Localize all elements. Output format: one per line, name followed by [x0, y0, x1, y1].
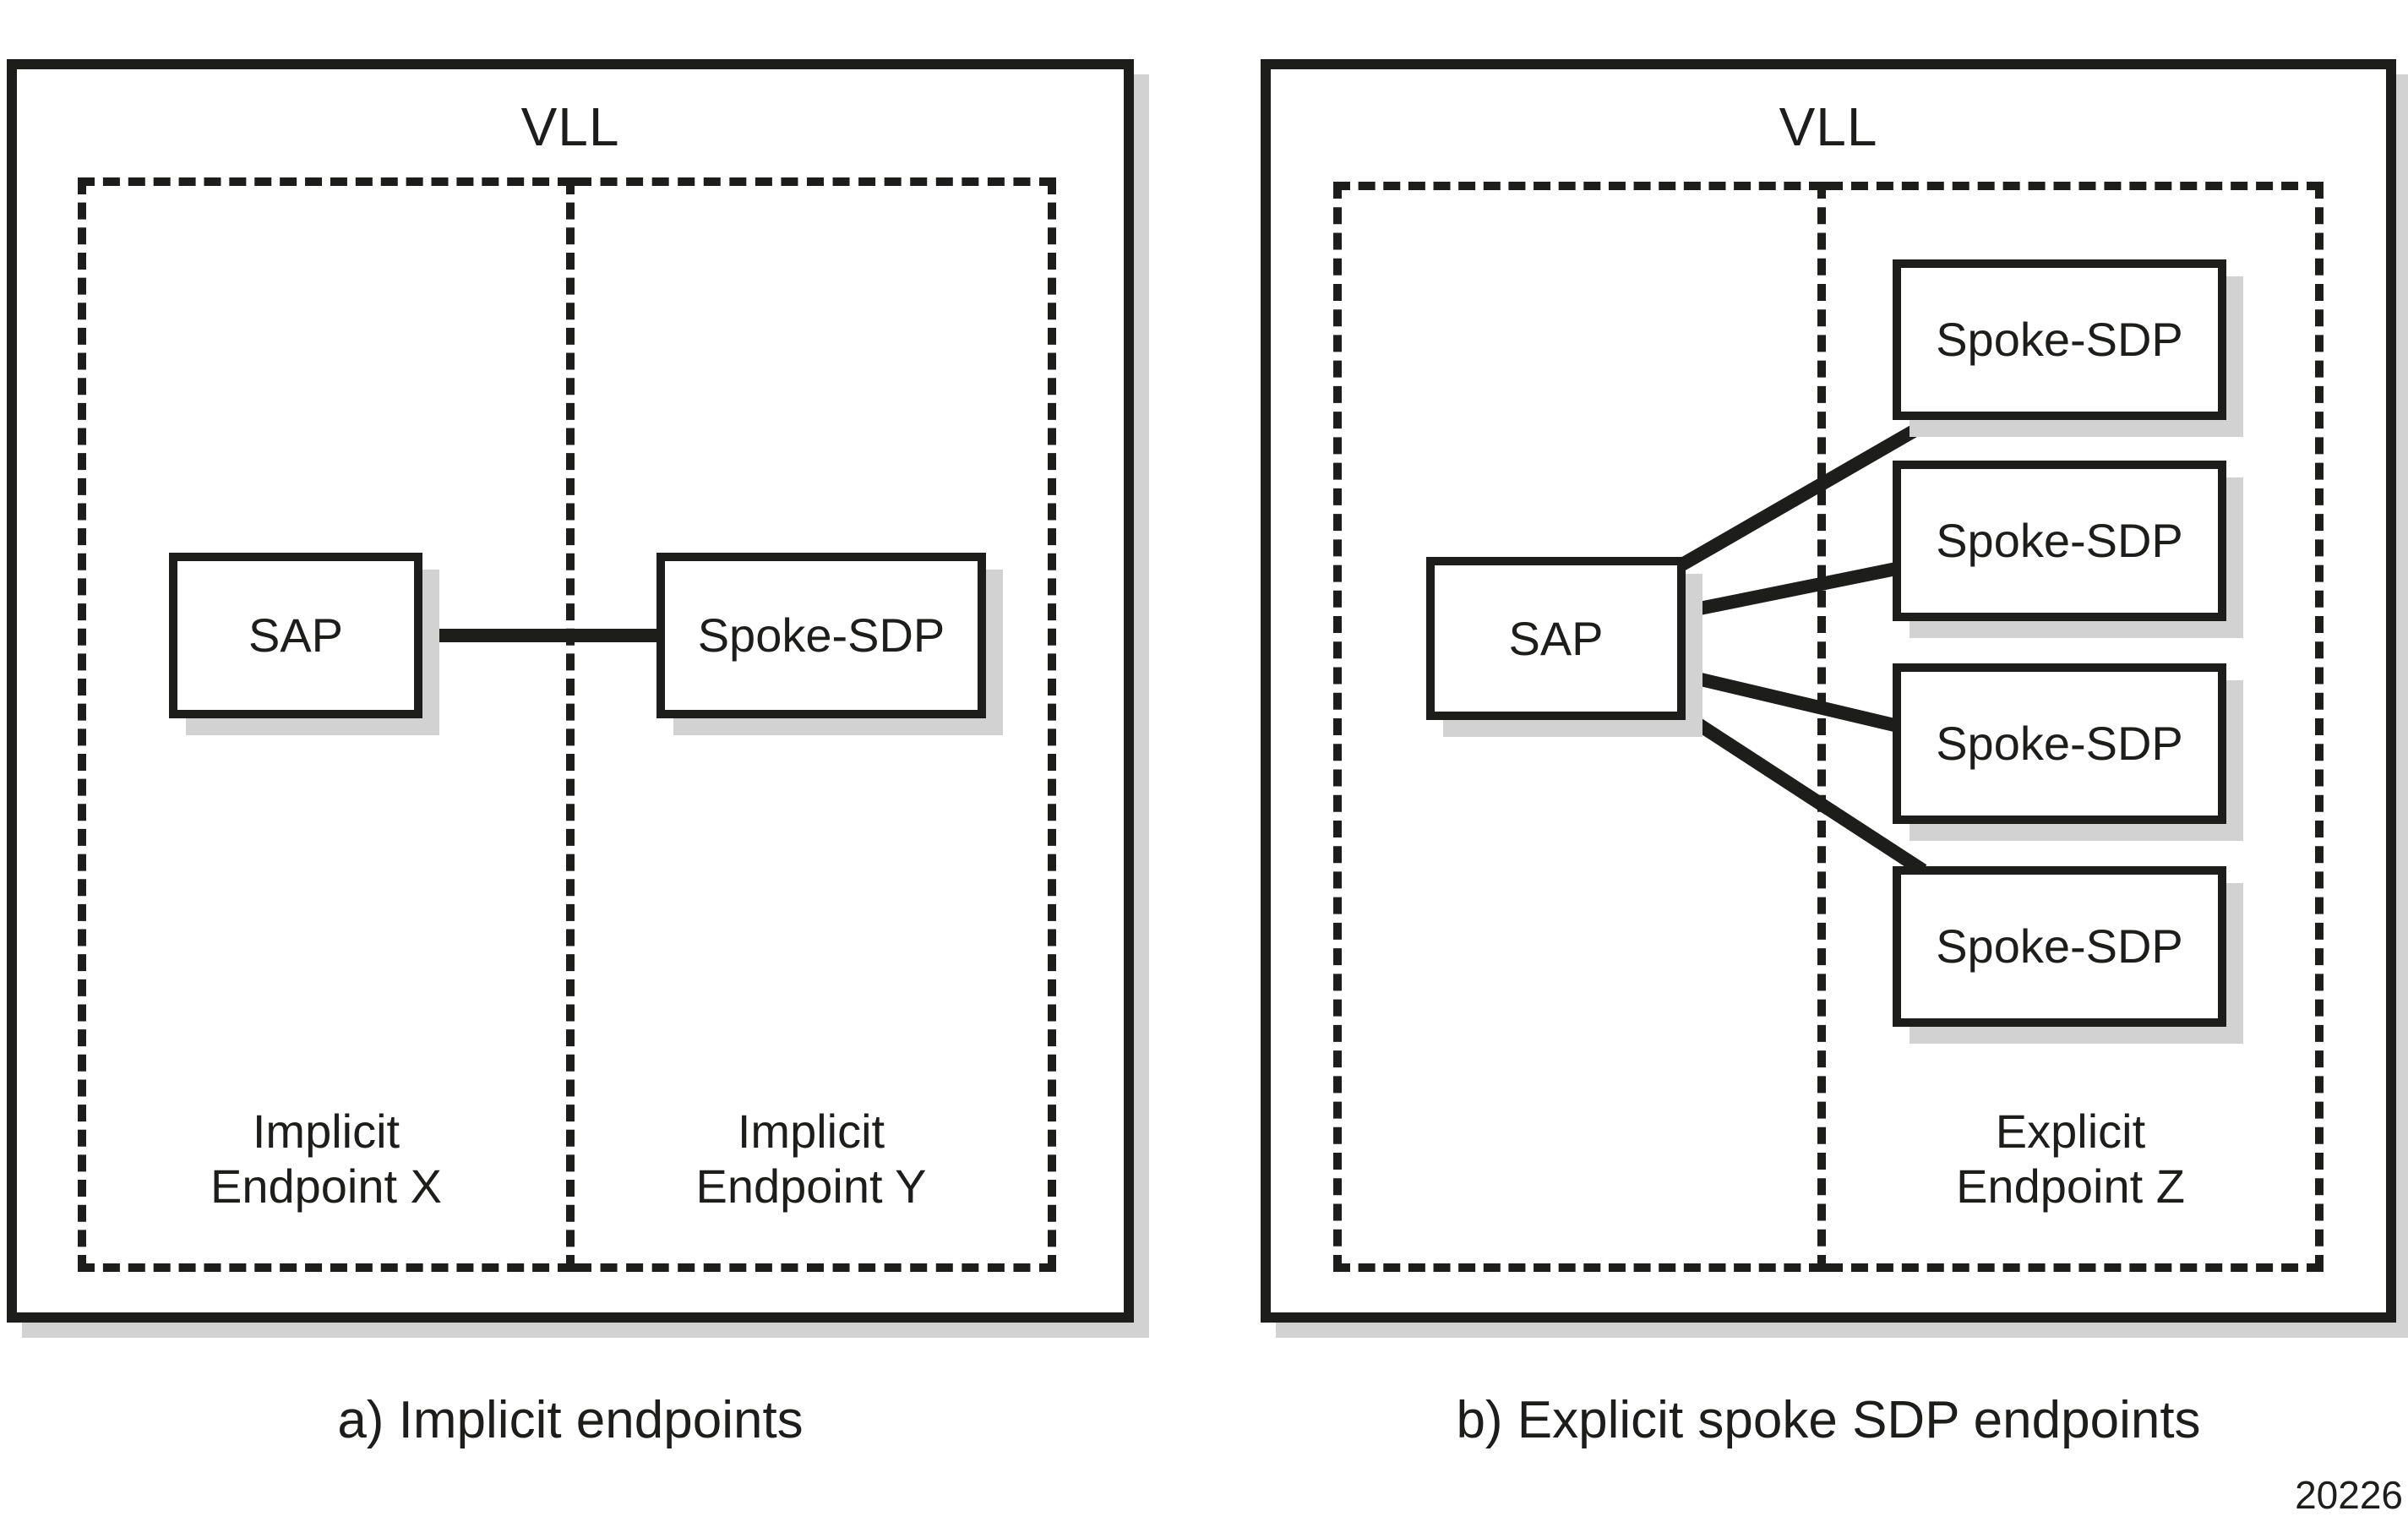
endpoint-x-label-line1: Implicit: [252, 1104, 400, 1158]
spoke-sdp-node-label: Spoke-SDP: [697, 608, 945, 662]
spoke-sdp-node-label: Spoke-SDP: [1936, 313, 2183, 366]
sap-region: [1333, 182, 1826, 1272]
endpoint-y-label-line1: Implicit: [737, 1104, 885, 1158]
sap-node: SAP: [1426, 557, 1686, 720]
sap-node-label: SAP: [248, 608, 344, 662]
endpoint-y-label-line2: Endpoint Y: [695, 1159, 927, 1214]
connector-line-4: [1672, 704, 1927, 876]
caption-implicit-endpoints: a) Implicit endpoints: [337, 1391, 804, 1449]
panel-explicit-endpoints: VLL Explicit Endpoint Z SAP Spoke-SDP Sp…: [1261, 59, 2396, 1323]
spoke-sdp-node-label: Spoke-SDP: [1936, 919, 2183, 973]
endpoint-z-label-line1: Explicit: [1995, 1104, 2146, 1158]
panel-implicit-endpoints: VLL Implicit Endpoint X Implicit Endpoin…: [7, 59, 1134, 1323]
endpoint-z-label: Explicit Endpoint Z: [1826, 1104, 2315, 1214]
sap-to-spoke-connectors: [1672, 418, 1929, 876]
spoke-sdp-node-3: Spoke-SDP: [1893, 663, 2226, 824]
implicit-endpoint-y-region: Implicit Endpoint Y: [575, 177, 1056, 1272]
figure-number: 20226: [2295, 1473, 2403, 1517]
endpoint-y-label: Implicit Endpoint Y: [575, 1104, 1048, 1214]
endpoint-x-label-line2: Endpoint X: [210, 1159, 442, 1214]
sap-node: SAP: [169, 553, 422, 718]
implicit-endpoint-x-region: Implicit Endpoint X: [78, 177, 575, 1272]
spoke-sdp-node-1: Spoke-SDP: [1893, 259, 2226, 420]
sap-node-label: SAP: [1508, 611, 1604, 665]
connector-line-1: [1673, 418, 1929, 574]
connector-line-3: [1681, 668, 1910, 735]
vll-title: VLL: [1779, 96, 1878, 157]
sap-to-spoke-connector: [414, 629, 665, 642]
vll-title: VLL: [520, 96, 620, 157]
caption-explicit-endpoints: b) Explicit spoke SDP endpoints: [1456, 1391, 2201, 1449]
explicit-endpoint-z-region: Explicit Endpoint Z: [1826, 182, 2324, 1272]
endpoint-x-label: Implicit Endpoint X: [86, 1104, 566, 1214]
spoke-sdp-node-2: Spoke-SDP: [1893, 461, 2226, 621]
connector-line-2: [1681, 559, 1910, 619]
spoke-sdp-node-4: Spoke-SDP: [1893, 866, 2226, 1027]
spoke-sdp-node-label: Spoke-SDP: [1936, 717, 2183, 770]
spoke-sdp-node-label: Spoke-SDP: [1936, 514, 2183, 567]
spoke-sdp-node: Spoke-SDP: [656, 553, 986, 718]
endpoint-z-label-line2: Endpoint Z: [1956, 1159, 2185, 1214]
